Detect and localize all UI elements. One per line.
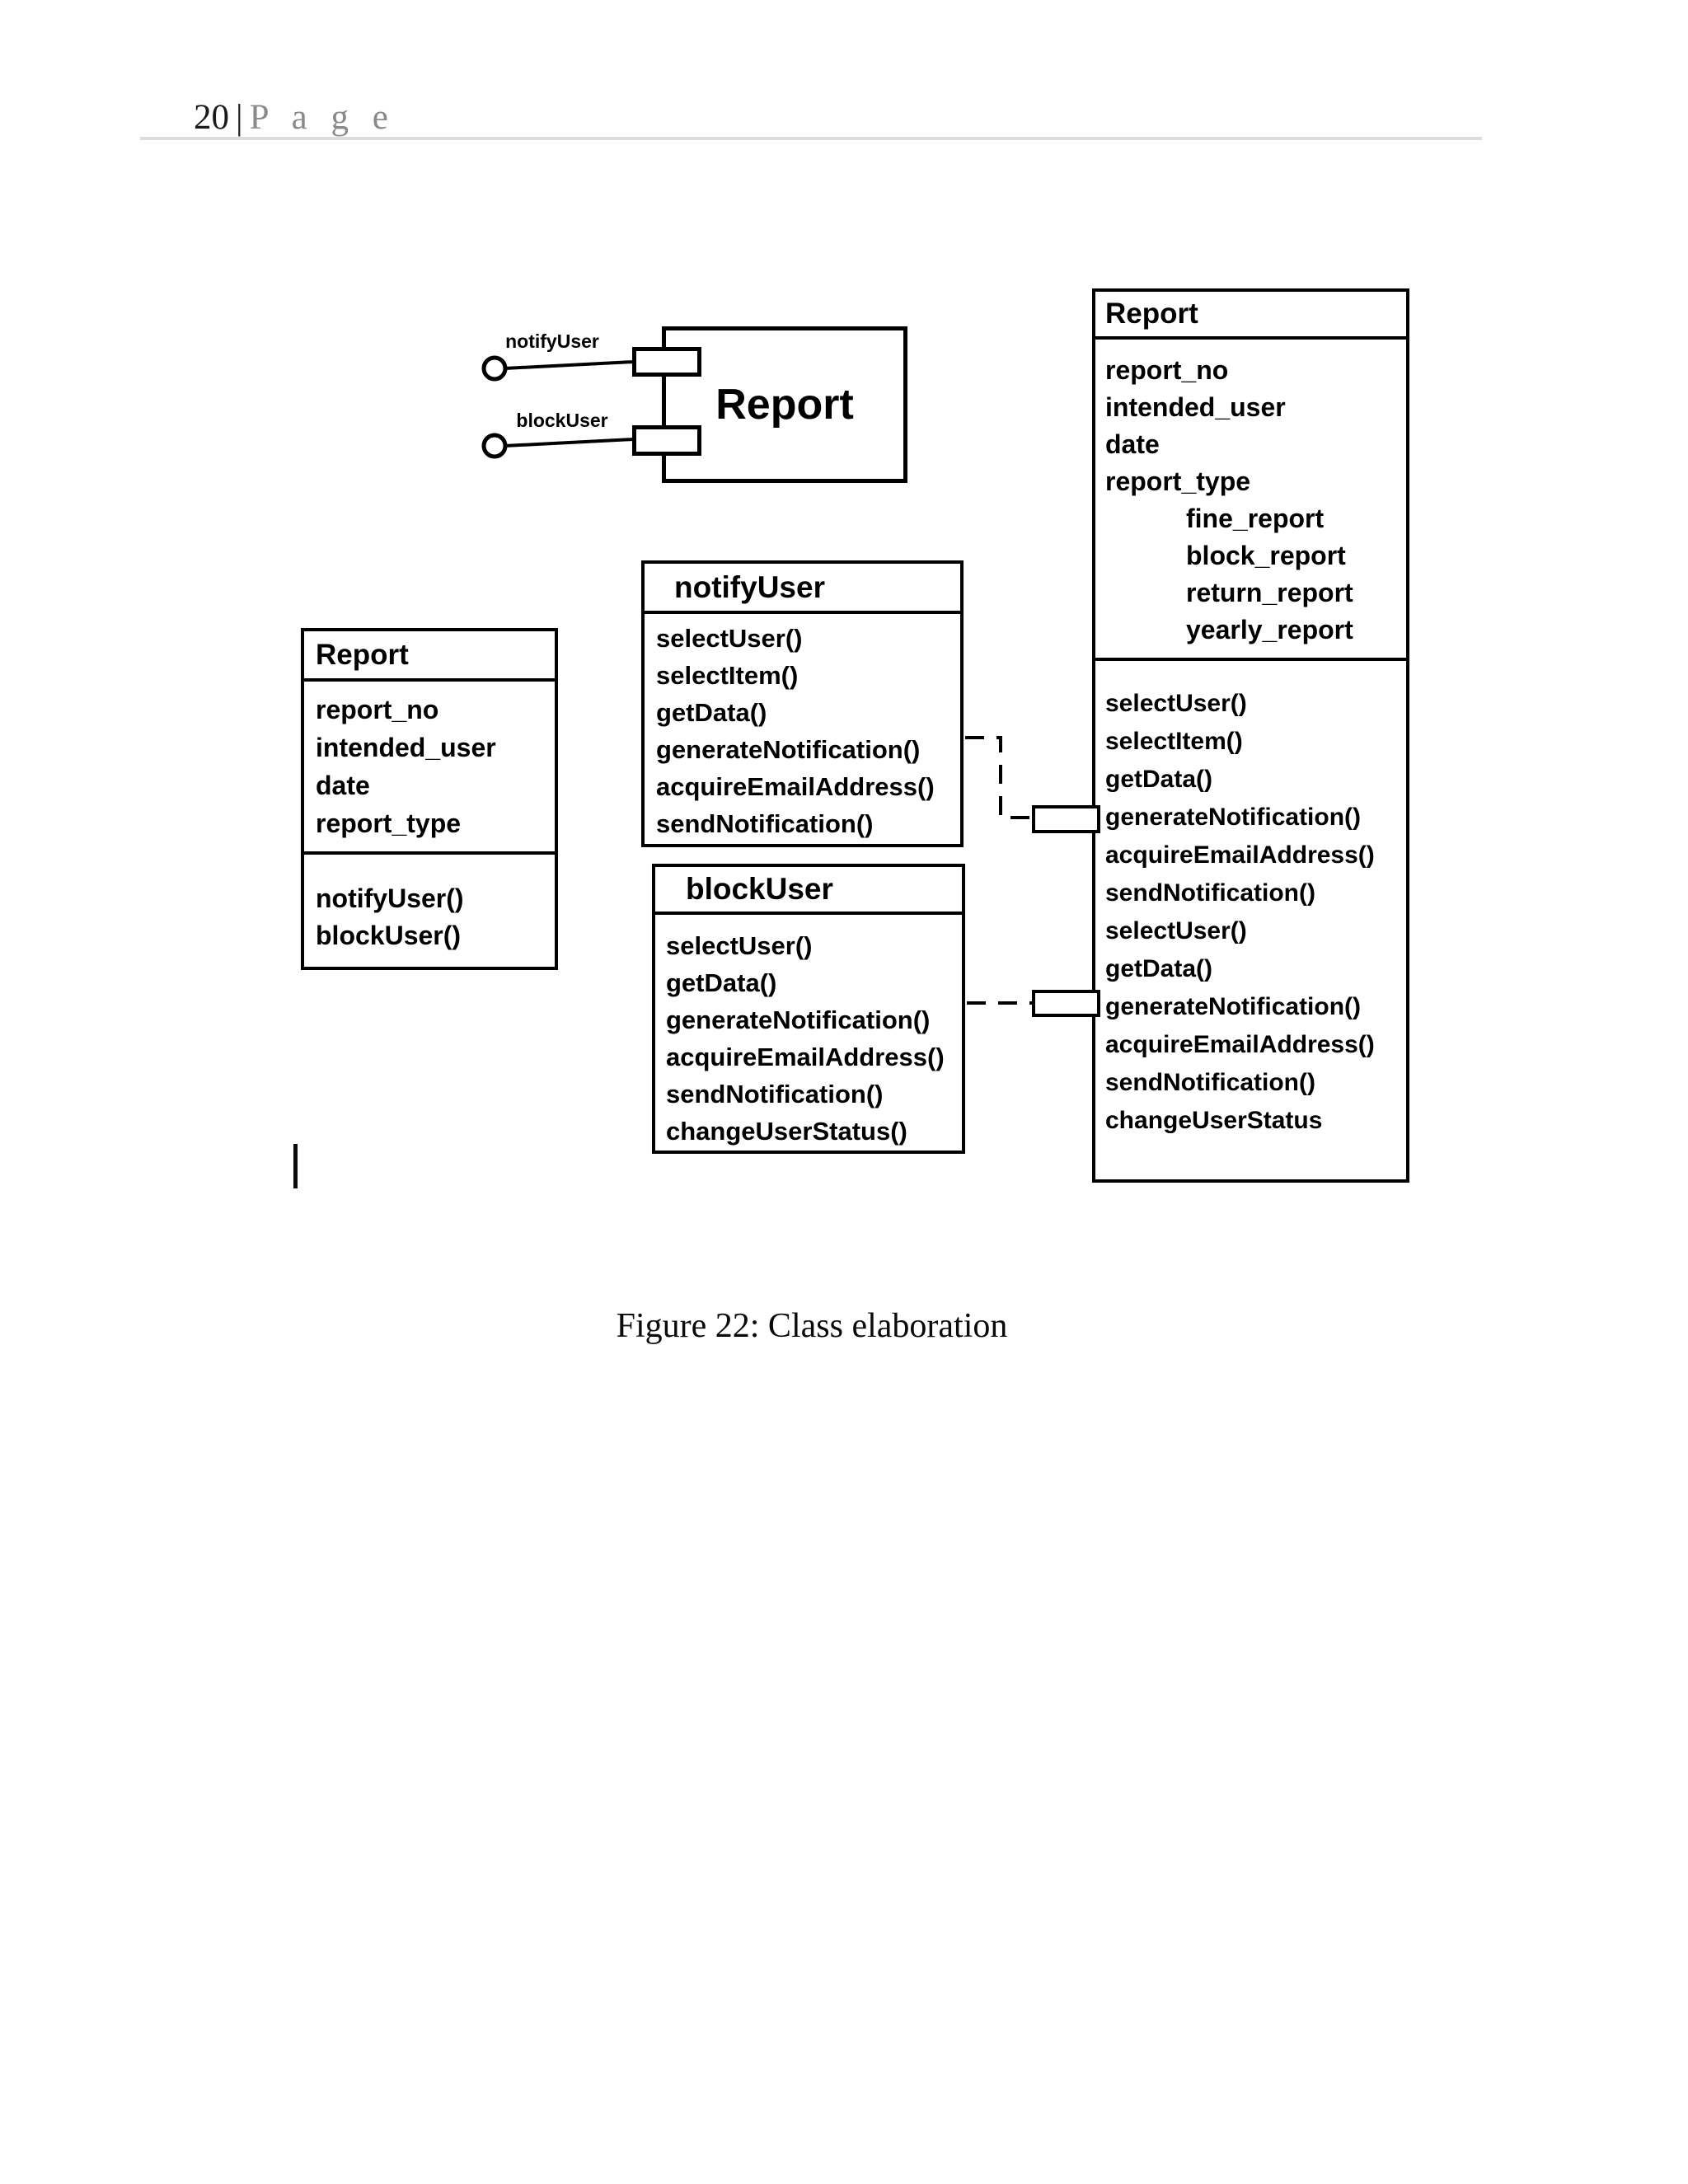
attributes-compartment: report_no intended_user date report_type (304, 682, 555, 855)
method-row: acquireEmailAddress() (1105, 841, 1375, 869)
lollipop-line-notifyuser (504, 360, 635, 370)
attributes-compartment: report_no intended_user date report_type… (1095, 340, 1406, 661)
page-header: 20|P a g e (194, 97, 396, 138)
method-row: selectUser() (666, 931, 813, 960)
method-row: acquireEmailAddress() (1105, 1031, 1375, 1058)
port-notifyuser-target (1032, 805, 1100, 833)
attribute-row: report_no (316, 695, 439, 724)
class-box-blockuser: blockUser selectUser() getData() generat… (652, 864, 965, 1154)
method-row: sendNotification() (666, 1080, 884, 1108)
attribute-row: date (316, 771, 370, 800)
method-row: sendNotification() (656, 809, 874, 838)
figure-caption: Figure 22: Class elaboration (616, 1307, 1008, 1345)
attribute-row: intended_user (316, 733, 496, 762)
dashed-connector-notifyuser (965, 736, 1034, 819)
method-row: getData() (666, 968, 777, 997)
method-row: selectItem() (1105, 728, 1243, 755)
text-cursor (293, 1144, 298, 1188)
page-label: P a g e (249, 98, 396, 137)
attribute-row: report_type (316, 808, 462, 838)
class-title: Report (304, 631, 555, 682)
attribute-row-sub: block_report (1186, 541, 1346, 570)
method-row: generateNotification() (666, 1005, 931, 1034)
method-row: selectItem() (656, 661, 799, 690)
method-row: selectUser() (1105, 690, 1247, 717)
methods-compartment: selectUser() selectItem() getData() gene… (1095, 661, 1406, 1140)
interface-lollipop-notifyuser-icon (481, 355, 508, 382)
attribute-row-sub: yearly_report (1186, 615, 1353, 644)
method-row: sendNotification() (1105, 1069, 1315, 1096)
class-title: blockUser (655, 867, 962, 915)
header-separator: | (236, 98, 243, 137)
component-name: Report (715, 381, 854, 429)
component-box-report: Report (662, 326, 907, 483)
component-port-notifyuser (632, 347, 701, 377)
interface-label-notifyuser: notifyUser (505, 330, 599, 352)
method-row: sendNotification() (1105, 879, 1315, 907)
method-row: generateNotification() (1105, 993, 1362, 1020)
method-row: getData() (1105, 955, 1213, 982)
method-row: getData() (1105, 766, 1213, 793)
attribute-row: report_no (1105, 355, 1229, 385)
class-title: notifyUser (645, 564, 960, 614)
attribute-row: date (1105, 429, 1160, 459)
method-row: acquireEmailAddress() (666, 1043, 945, 1071)
class-title: Report (1095, 292, 1406, 340)
interface-lollipop-blockuser-icon (481, 433, 508, 459)
methods-compartment: notifyUser() blockUser() (304, 855, 555, 954)
method-row: changeUserStatus (1105, 1107, 1323, 1134)
interface-label-blockuser: blockUser (516, 410, 608, 431)
class-box-report-right: Report report_no intended_user date repo… (1092, 288, 1409, 1183)
methods-compartment: selectUser() getData() generateNotificat… (655, 915, 962, 1150)
method-row: acquireEmailAddress() (656, 772, 935, 801)
method-row: generateNotification() (1105, 804, 1362, 831)
header-rule (140, 137, 1482, 140)
method-row: notifyUser() (316, 883, 464, 913)
class-box-report-left: Report report_no intended_user date repo… (301, 628, 558, 970)
attribute-row: intended_user (1105, 392, 1286, 422)
attribute-row: report_type (1105, 466, 1251, 496)
method-row: blockUser() (316, 921, 462, 950)
method-row: changeUserStatus() (666, 1117, 907, 1146)
component-port-blockuser (632, 425, 701, 456)
method-row: selectUser() (1105, 917, 1247, 944)
attribute-row-sub: return_report (1186, 578, 1353, 607)
attribute-row-sub: fine_report (1186, 504, 1325, 533)
method-row: generateNotification() (656, 735, 921, 764)
method-row: selectUser() (656, 624, 803, 653)
class-box-notifyuser: notifyUser selectUser() selectItem() get… (641, 560, 964, 847)
methods-compartment: selectUser() selectItem() getData() gene… (645, 614, 960, 842)
port-blockuser-target (1032, 990, 1100, 1017)
page-number: 20 (194, 98, 229, 137)
lollipop-line-blockuser (504, 438, 635, 448)
method-row: getData() (656, 698, 767, 727)
